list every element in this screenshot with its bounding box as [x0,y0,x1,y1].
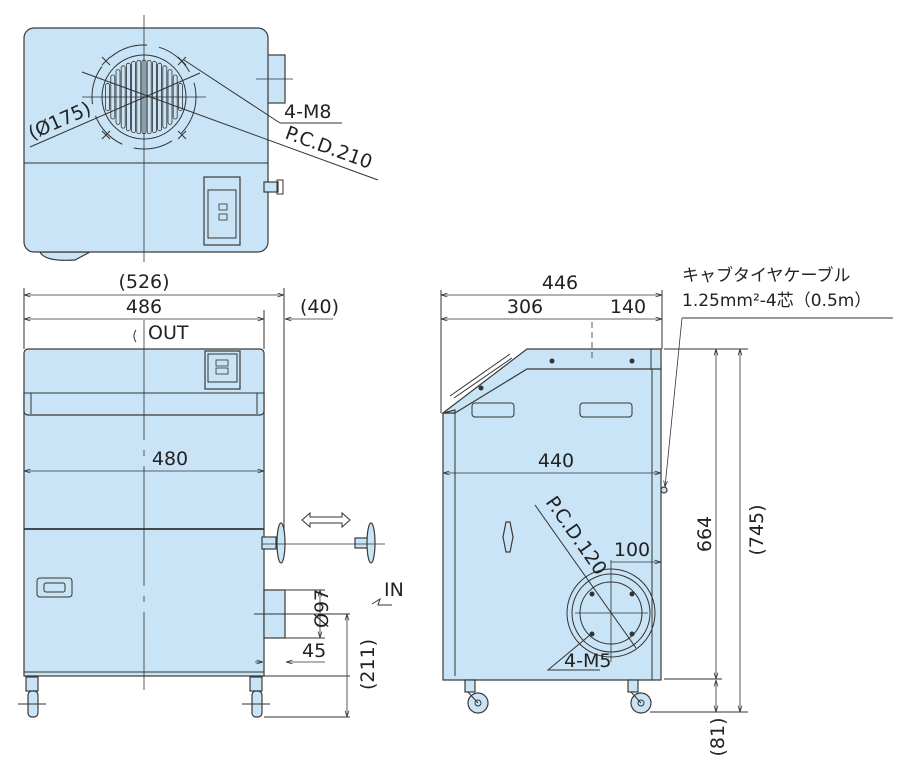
label-in: IN [384,579,404,601]
top-view: (Ø175) 4-M8 P.C.D.210 [23,15,379,262]
dim-81: (81) [707,717,729,756]
label-out: OUT [148,322,189,344]
dim-306: 306 [507,296,543,318]
casters [18,676,270,718]
inlet-flange [566,560,656,662]
side-view: 446 306 140 440 100 664 (745) (81) P.C.D… [440,265,893,757]
dim-480: 480 [152,448,188,470]
dim-phi97: Ø97 [311,589,333,628]
dim-446: 446 [542,272,578,294]
dim-440: 440 [538,450,574,472]
dim-211: (211) [357,639,379,690]
label-4m8: 4-M8 [284,101,331,123]
dim-486: 486 [126,296,162,318]
dim-745: (745) [746,504,768,555]
label-4m5: 4-M5 [564,650,611,672]
slide-arrow-icon [301,511,351,529]
front-switch [204,350,241,390]
dim-100: 100 [614,539,650,561]
front-view: (526) 486 (40) OUT 480 Ø97 IN 45 (211) [18,271,404,718]
side-handle [502,521,514,553]
top-switch [203,176,241,246]
dim-664: 664 [694,516,716,552]
side-body [442,365,662,681]
dim-45: 45 [302,640,326,662]
label-pcd210: P.C.D.210 [282,122,375,174]
dim-526: (526) [118,271,169,293]
dim-40: (40) [300,296,339,318]
cable-label-line2: 1.25mm²-4芯（0.5m） [682,291,871,311]
dim-140: 140 [610,296,646,318]
knob-fixed [261,522,286,564]
cable-label-line1: キャブタイヤケーブル [682,265,850,286]
side-casters [464,679,652,714]
knob-pulled [354,522,376,564]
